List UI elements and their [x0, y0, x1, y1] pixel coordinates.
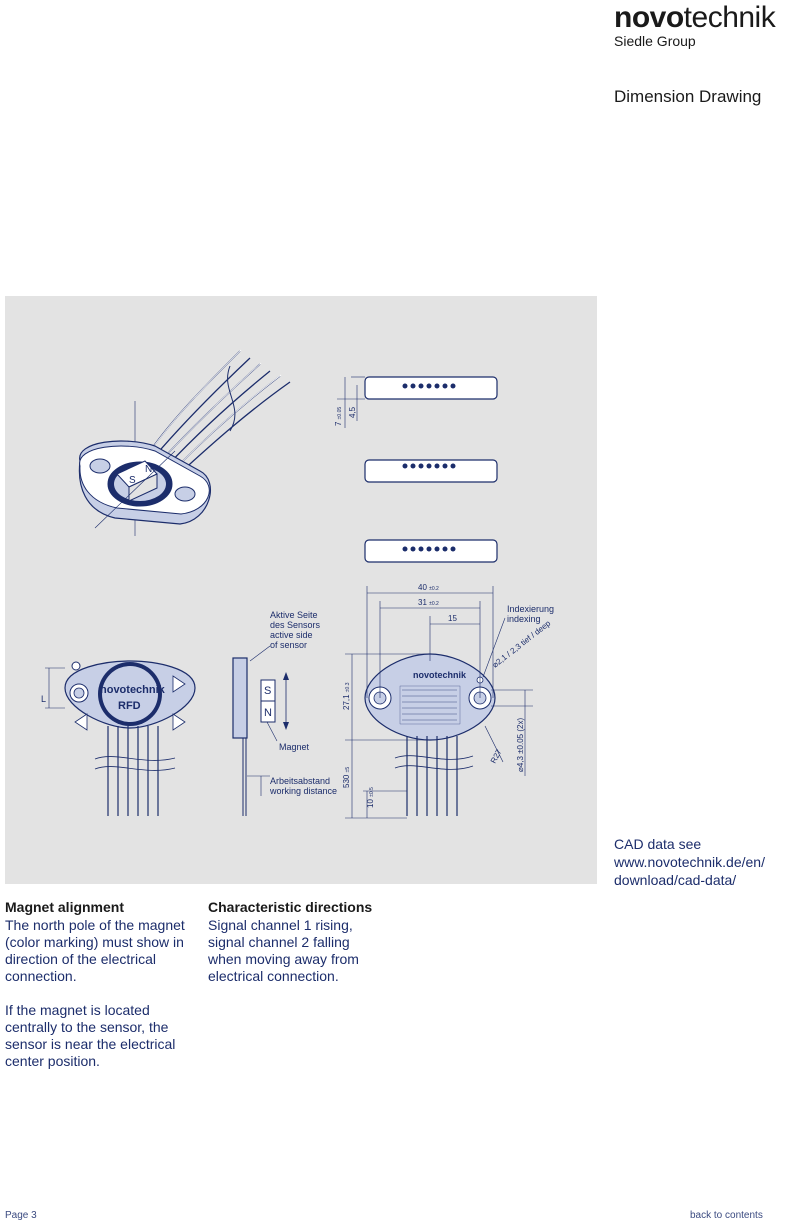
brand-logo: novotechnik Siedle Group — [614, 2, 800, 50]
side-profile-view: S N Aktive Seite des Sensors active side… — [232, 610, 337, 816]
cad-data-link-path[interactable]: download/cad-data/ — [614, 872, 737, 888]
dim-31: 31 — [418, 598, 427, 607]
brand-wordmark: novotechnik — [614, 2, 800, 34]
side-view-top: 7 ±0.05 4,5 — [334, 376, 498, 428]
dim-31-tol: ±0.2 — [429, 601, 439, 607]
profile-pole-n: N — [264, 707, 272, 719]
svg-text:530 ±5: 530 ±5 — [342, 767, 351, 788]
brand-light: technik — [683, 1, 776, 34]
dim-hole-depth: ⌀2,1 / 2,3 tief / deep — [491, 618, 553, 669]
svg-text:31 ±0.2: 31 ±0.2 — [418, 598, 439, 607]
dim-radius: R27 — [489, 747, 504, 765]
magnet-alignment-section: Magnet alignment The north pole of the m… — [5, 899, 195, 1070]
top-view-dimensioned: novotechnik 40 ±0.2 — [342, 583, 557, 819]
svg-text:27,1 ±0.3: 27,1 ±0.3 — [342, 682, 351, 710]
dim-15: 15 — [448, 614, 457, 623]
characteristic-directions-para-1: Signal channel 1 rising, signal channel … — [208, 917, 359, 984]
dimension-drawing-panel: S N 7 ±0.05 4,5 — [5, 296, 597, 884]
back-to-contents-link[interactable]: back to contents — [690, 1210, 763, 1221]
dim-530: 530 — [342, 774, 351, 788]
brand-bold: novo — [614, 1, 684, 34]
isometric-sensor-view: S N — [78, 349, 291, 536]
magnet-alignment-para-1: The north pole of the magnet (color mark… — [5, 917, 185, 984]
label-active-side: Aktive Seite des Sensors active side of … — [270, 610, 323, 650]
iso-pole-s: S — [129, 475, 136, 486]
dimension-drawing: S N 7 ±0.05 4,5 — [41, 349, 557, 819]
svg-text:40 ±0.2: 40 ±0.2 — [418, 583, 439, 592]
brand-subtitle: Siedle Group — [614, 33, 696, 49]
cad-note-line-1: CAD data see — [614, 836, 702, 852]
svg-text:7 ±0.05: 7 ±0.05 — [334, 407, 343, 426]
dim-7-tol: ±0.05 — [337, 407, 343, 420]
label-indexing: Indexierung indexing — [507, 604, 557, 624]
side-view-bottom — [364, 539, 498, 563]
section-title: Dimension Drawing — [614, 87, 762, 106]
characteristic-directions-section: Characteristic directions Signal channel… — [208, 899, 378, 985]
side-view-middle — [364, 459, 498, 483]
cad-data-link[interactable]: www.novotechnik.de/en/ — [614, 854, 765, 870]
label-magnet: Magnet — [279, 742, 310, 752]
cad-data-note: CAD data see www.novotechnik.de/en/ down… — [614, 835, 800, 889]
dim-10: 10 — [366, 799, 375, 808]
dim-530-tol: ±5 — [345, 767, 351, 773]
page-number: Page 3 — [5, 1210, 37, 1221]
dim-10-tol: ±0.5 — [369, 787, 375, 797]
front-code: RFD — [118, 700, 141, 712]
dim-l: L — [41, 694, 46, 704]
profile-pole-s: S — [264, 685, 271, 697]
dim-7: 7 — [334, 421, 343, 426]
characteristic-directions-heading: Characteristic directions — [208, 899, 373, 915]
dim-27-tol: ±0.3 — [345, 682, 351, 692]
dim-40-tol: ±0.2 — [429, 586, 439, 592]
dim-4-5: 4,5 — [348, 406, 357, 418]
magnet-alignment-para-2: If the magnet is located centrally to th… — [5, 1002, 176, 1069]
iso-pole-n: N — [145, 464, 152, 475]
dim-27: 27,1 — [342, 694, 351, 710]
dim-40: 40 — [418, 583, 427, 592]
dim-hole-dia: ⌀4,3 ±0.05 (2x) — [516, 718, 525, 772]
top-brand: novotechnik — [413, 670, 467, 680]
front-brand: novotechnik — [100, 684, 166, 696]
label-working-distance: Arbeitsabstand working distance — [269, 776, 337, 796]
magnet-alignment-heading: Magnet alignment — [5, 899, 125, 915]
front-view-left: novotechnik RFD L — [41, 660, 196, 816]
svg-text:10 ±0.5: 10 ±0.5 — [366, 787, 375, 808]
